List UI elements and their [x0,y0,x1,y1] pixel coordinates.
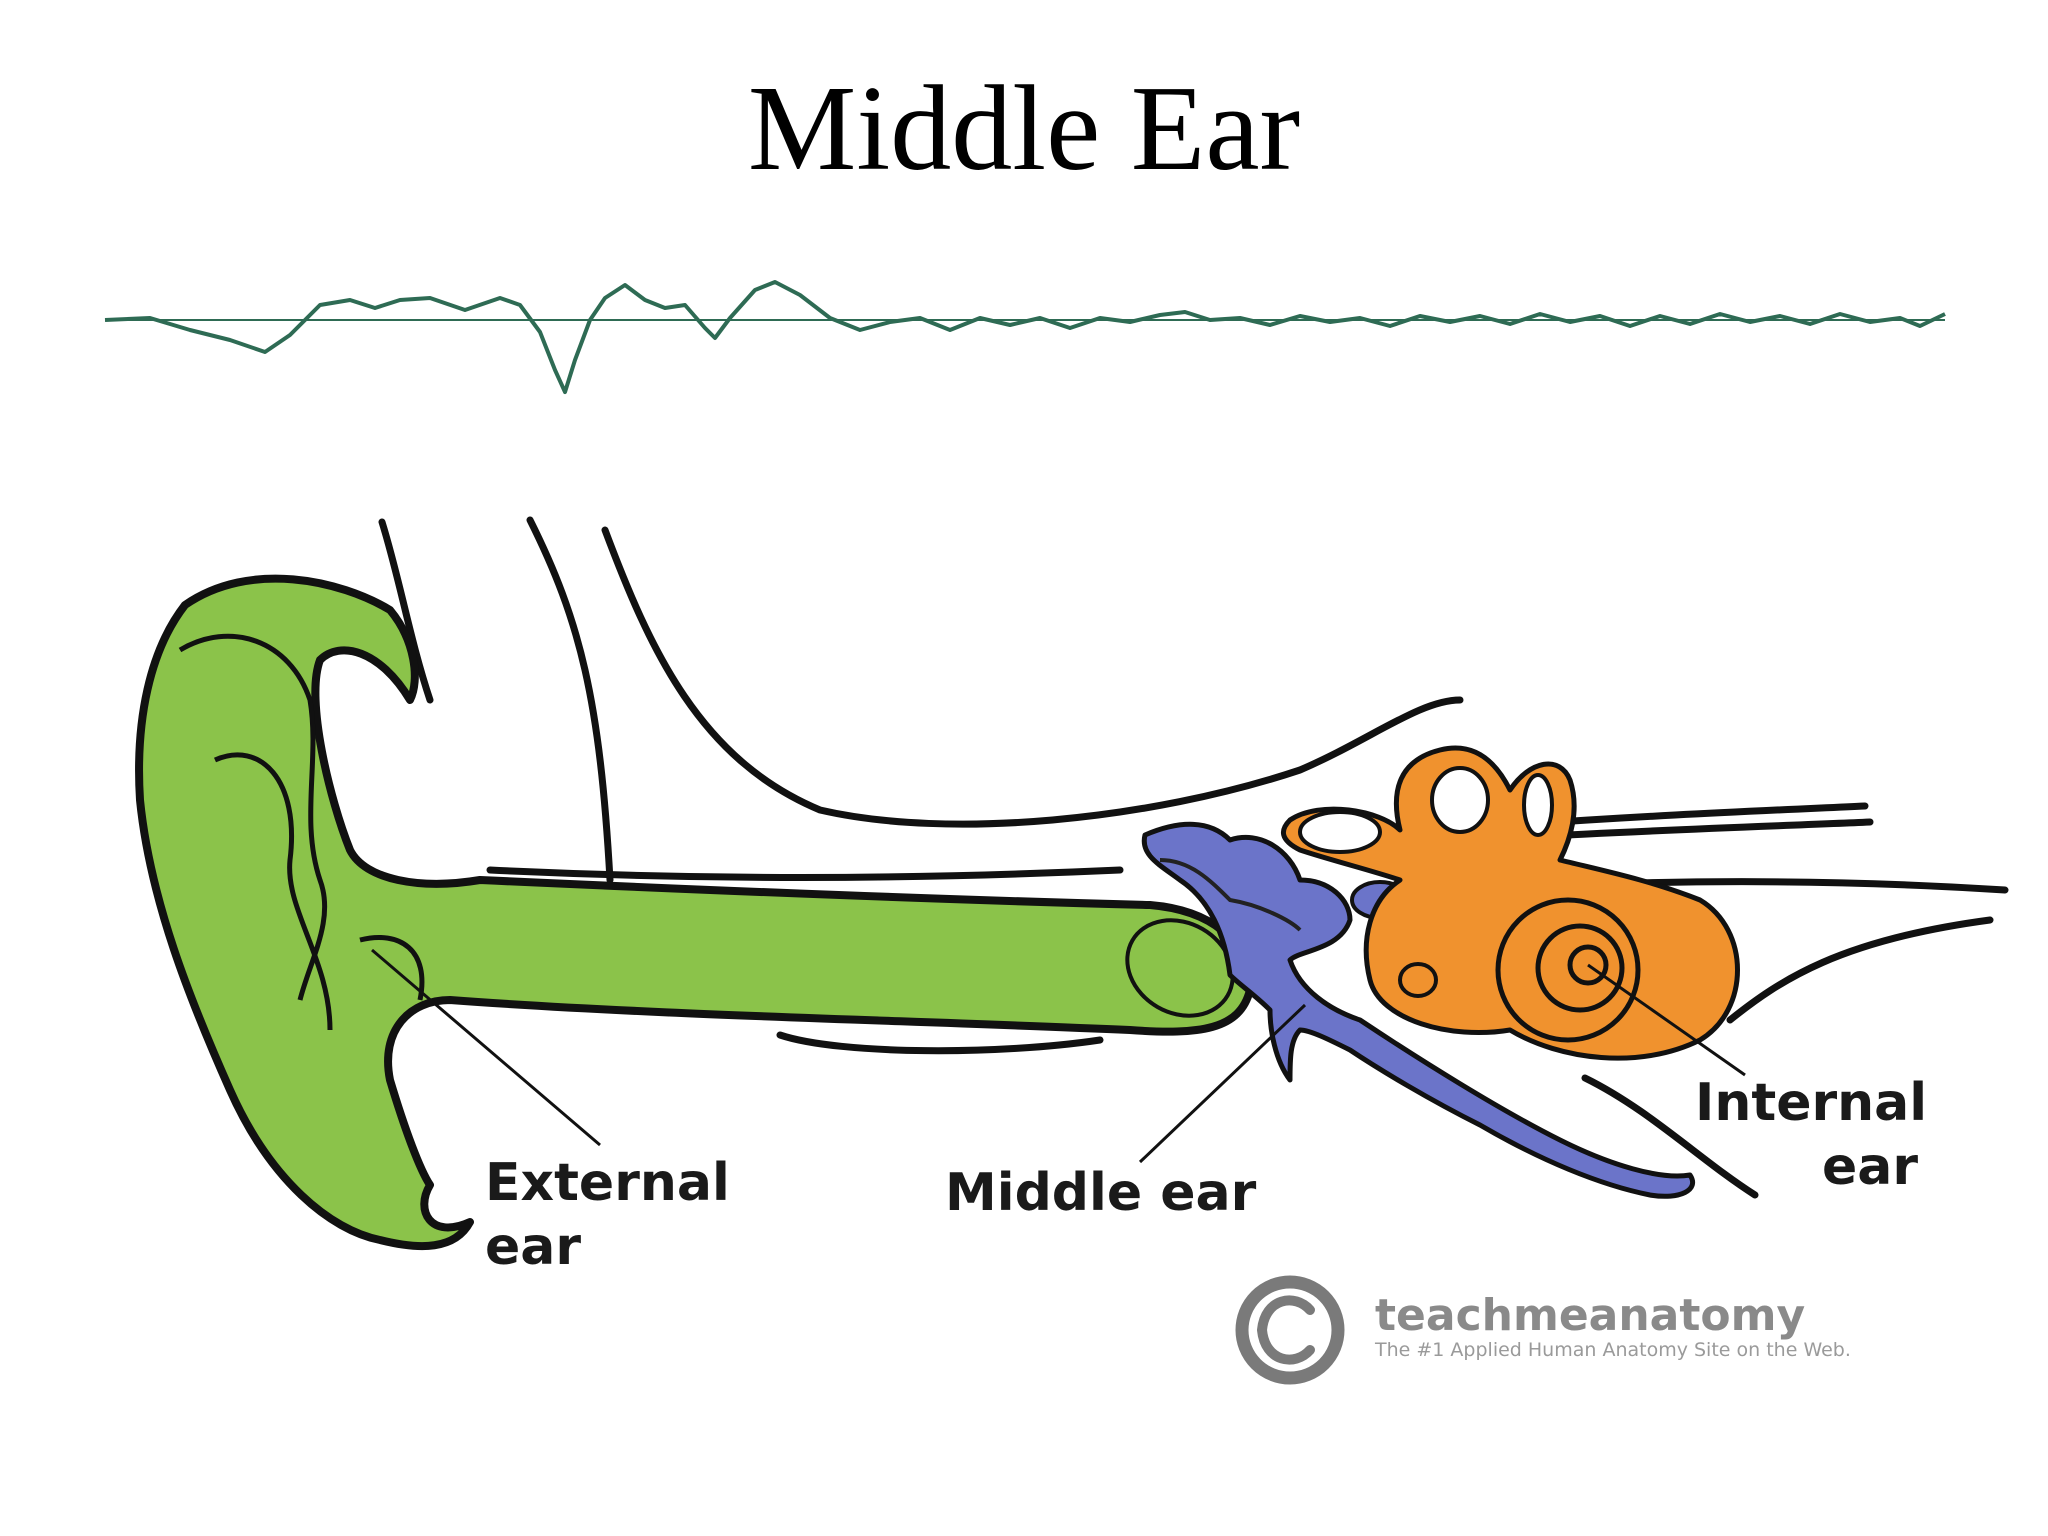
watermark-tagline: The #1 Applied Human Anatomy Site on the… [1374,1339,1851,1361]
watermark-name: teachmeanatomy [1375,1290,1805,1341]
label-internal-ear-line1: Internal [1695,1073,1927,1133]
sound-waveform [105,282,1945,392]
label-middle-ear: Middle ear [945,1163,1257,1223]
copyright-icon [1242,1282,1338,1378]
external-ear [139,579,1250,1246]
label-external-ear-line1: External [485,1153,730,1213]
label-external-ear-line2: ear [485,1217,581,1277]
watermark: teachmeanatomy The #1 Applied Human Anat… [1242,1282,1851,1378]
label-internal-ear-line2: ear [1822,1137,1918,1197]
